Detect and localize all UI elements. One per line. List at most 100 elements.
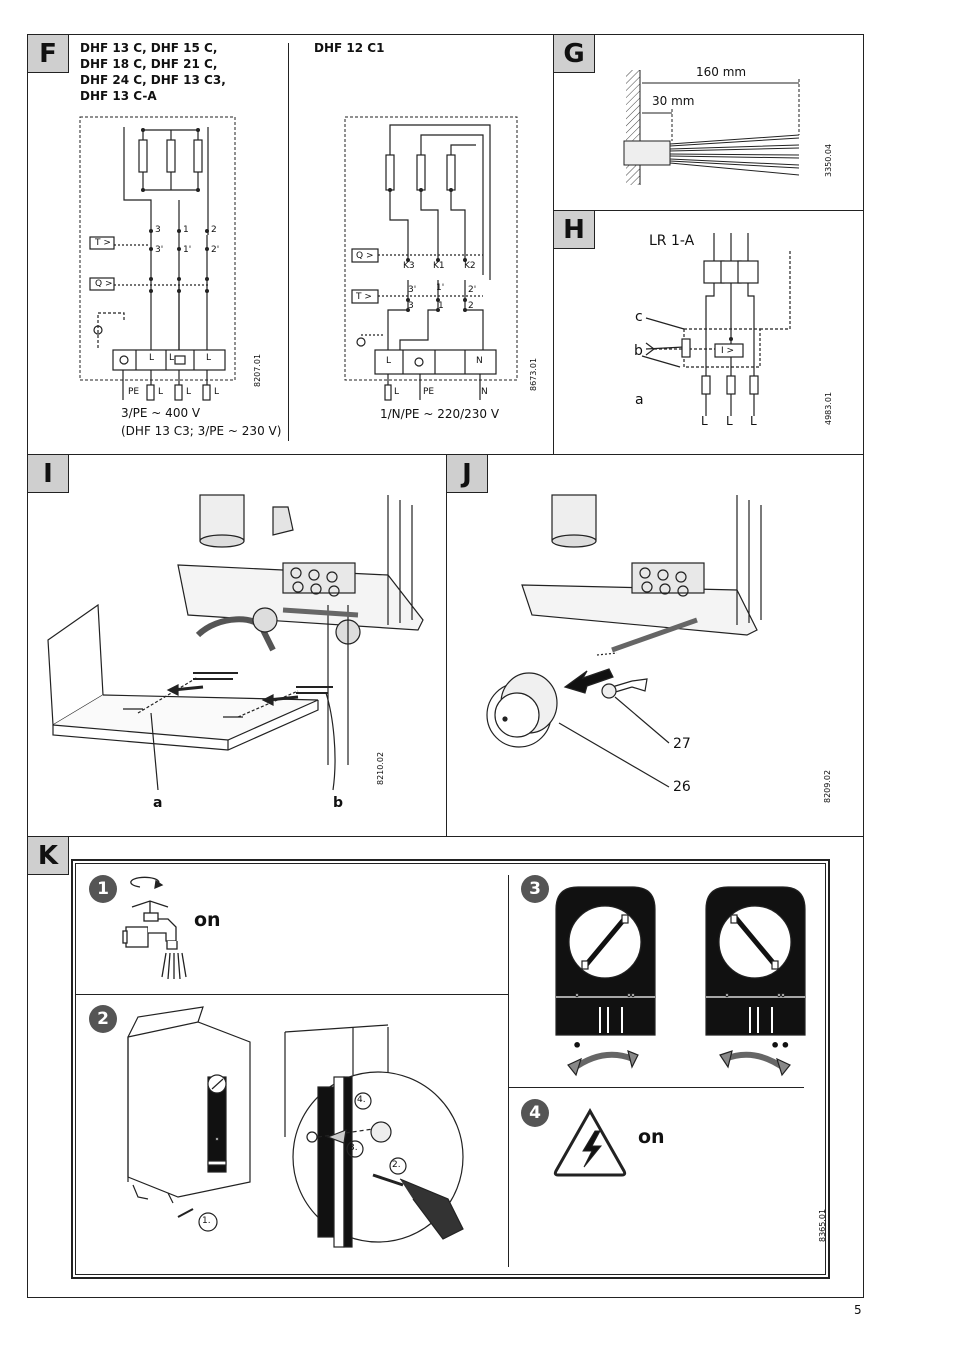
q-limiter-label-right: Q > [356, 251, 374, 261]
label-c: c [635, 309, 643, 325]
bottom-l2: L [186, 387, 192, 397]
step-4-badge: 4 [521, 1099, 549, 1127]
supply-3phase: 3/PE ~ 400 V [121, 406, 201, 420]
contact-2: 2 [211, 225, 217, 235]
commissioning-frame [71, 859, 830, 1279]
supply-1phase: 1/N/PE ~ 220/230 V [380, 407, 500, 421]
load-relay-name: LR 1-A [649, 233, 695, 249]
t-limiter-label: T > [95, 238, 111, 248]
step-1-badge: 1 [89, 875, 117, 903]
model-list-line-4: DHF 13 C-A [80, 89, 157, 103]
terminal-l1: L [149, 353, 155, 363]
panel-i: I [27, 454, 447, 837]
panel-letter: I [28, 455, 69, 493]
bottom-l-right: L [394, 387, 400, 397]
contact-1p-right: 1' [436, 283, 445, 293]
relay-k1: K1 [433, 261, 445, 271]
relay-symbol: I > [721, 346, 735, 356]
dimension-30mm: 30 mm [652, 94, 695, 108]
relay-k3: K3 [403, 261, 415, 271]
step-divider-vertical [508, 875, 509, 1267]
setting-double-dot: •• [770, 1036, 791, 1055]
diagram-code: 8209.02 [823, 769, 832, 803]
bottom-pe-right: PE [423, 387, 435, 397]
bottom-l1: L [158, 387, 164, 397]
water-tap-icon [122, 876, 187, 980]
step-4-on-label: on [638, 1126, 665, 1148]
model-list-line-3: DHF 24 C, DHF 13 C3, [80, 73, 226, 87]
diagram-code-right: 8673.01 [529, 357, 538, 391]
terminal-l2: L [169, 353, 175, 363]
contact-2-right: 2 [468, 301, 474, 311]
step-3-badge: 3 [521, 875, 549, 903]
wiring-diagram-3phase [79, 116, 236, 401]
step-2-badge: 2 [89, 1005, 117, 1033]
model-right-title: DHF 12 C1 [314, 41, 385, 55]
contact-3p: 3' [155, 245, 164, 255]
panel-f: F DHF 13 C, DHF 15 C, DHF 18 C, DHF 21 C… [27, 34, 554, 455]
wiring-diagram-1phase [344, 116, 518, 401]
setting-single-dot: • [572, 1036, 583, 1055]
temperature-selector-left [555, 886, 806, 1077]
contact-1: 1 [183, 225, 189, 235]
panel-letter: F [28, 35, 69, 73]
phase-l2: L [726, 414, 733, 428]
contact-3: 3 [155, 225, 161, 235]
diagram-code: 3350.04 [824, 143, 833, 177]
part-26: 26 [673, 779, 691, 795]
panel-letter: H [554, 211, 595, 249]
phase-l1: L [701, 414, 708, 428]
label-b: b [634, 343, 643, 359]
substep-2: 2. [392, 1160, 401, 1170]
load-shedding-relay-diagram [641, 233, 791, 416]
part-27: 27 [673, 736, 691, 752]
substep-1: 1. [202, 1216, 211, 1226]
substep-4: 4. [357, 1095, 366, 1105]
dimension-160mm: 160 mm [696, 65, 747, 79]
q-limiter-label: Q > [95, 279, 113, 289]
model-list-line-1: DHF 13 C, DHF 15 C, [80, 41, 218, 55]
panel-letter: K [28, 837, 69, 875]
bottom-n-right: N [481, 387, 488, 397]
phase-l3: L [750, 414, 757, 428]
step-1-on-label: on [194, 909, 221, 931]
diagram-code: 4983.01 [824, 391, 833, 425]
relay-k2: K2 [464, 261, 476, 271]
t-limiter-label-right: T > [356, 292, 372, 302]
terminal-l-right: L [386, 356, 392, 366]
page-number: 5 [854, 1303, 862, 1317]
diagram-code: 8365.01 [818, 1208, 827, 1242]
panel-j: J 27 26 8209.02 [446, 454, 864, 837]
bottom-pe: PE [128, 387, 140, 397]
contact-1p: 1' [183, 245, 192, 255]
panel-letter: J [447, 455, 488, 493]
terminal-l3: L [206, 353, 212, 363]
substep-3: 3. [349, 1143, 358, 1153]
inner-frame [75, 863, 826, 1275]
model-list-line-2: DHF 18 C, DHF 21 C, [80, 57, 218, 71]
contact-3-right: 3 [408, 301, 414, 311]
label-a: a [635, 392, 644, 408]
knob-installation-illustration [486, 494, 762, 788]
contact-2p-right: 2' [468, 285, 477, 295]
contact-1-right: 1 [438, 301, 444, 311]
label-b: b [333, 795, 344, 811]
panel-k: K 1 on 2 [27, 836, 864, 1298]
bottom-l3: L [214, 387, 220, 397]
label-a: a [153, 795, 163, 811]
panel-g: G 160 mm 30 mm 3350.04 [553, 34, 864, 211]
cover-clip-illustration [47, 494, 424, 791]
terminal-n-right: N [476, 356, 483, 366]
diagram-code: 8210.02 [376, 751, 385, 785]
contact-2p: 2' [211, 245, 220, 255]
step-divider-right [508, 1087, 804, 1088]
supply-3phase-note: (DHF 13 C3; 3/PE ~ 230 V) [121, 424, 282, 438]
cable-length-diagram [623, 70, 800, 185]
cover-removal-illustration [127, 1006, 464, 1248]
contact-3p-right: 3' [408, 285, 417, 295]
column-divider [288, 43, 289, 441]
electrical-hazard-icon [553, 1107, 627, 1177]
panel-letter: G [554, 35, 595, 73]
step-divider-left [75, 994, 509, 995]
panel-h: H LR 1-A I > c b a L L L 4983.01 [553, 210, 864, 455]
